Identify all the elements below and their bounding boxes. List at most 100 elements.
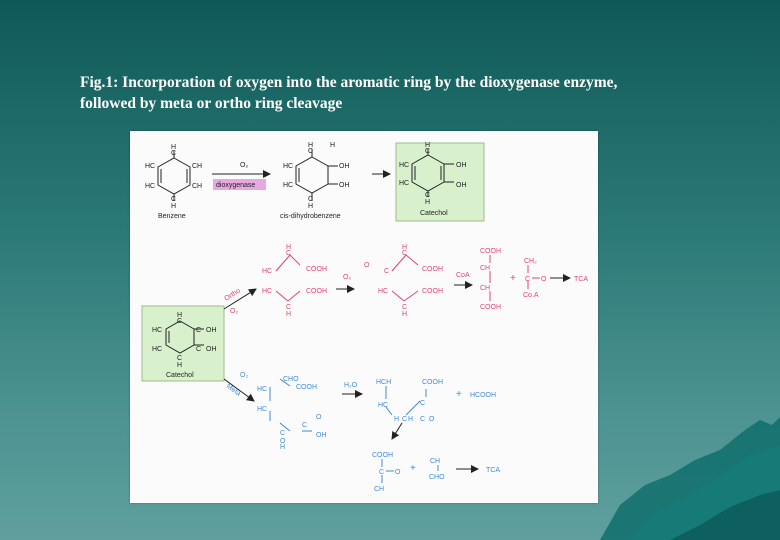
svg-text:H: H <box>402 311 407 318</box>
svg-text:COOH: COOH <box>422 379 443 386</box>
o-label: O <box>541 276 547 283</box>
enzyme-box <box>213 179 266 190</box>
svg-text:COOH: COOH <box>372 452 393 459</box>
svg-text:HC: HC <box>257 386 267 393</box>
o2-label-ortho: O₂ <box>343 274 351 281</box>
catechol-structure-center <box>165 320 204 354</box>
svg-text:H: H <box>408 416 413 423</box>
arrow-meta-down <box>391 422 403 440</box>
enzyme-label: dioxygenase <box>216 182 255 189</box>
svg-text:C: C <box>402 250 407 257</box>
svg-text:C: C <box>286 250 291 257</box>
svg-text:C: C <box>379 469 384 476</box>
svg-text:CH: CH <box>480 265 490 272</box>
meta-product-1-atoms: COOH C O CH <box>372 452 401 493</box>
svg-text:C: C <box>302 422 307 429</box>
tca-label-meta: TCA <box>486 467 500 474</box>
svg-text:HC: HC <box>262 268 272 275</box>
svg-text:C: C <box>308 148 313 155</box>
svg-text:C: C <box>171 150 176 157</box>
svg-text:H: H <box>394 416 399 423</box>
svg-text:H: H <box>425 142 430 149</box>
svg-text:HC: HC <box>152 327 162 334</box>
svg-text:C: C <box>402 304 407 311</box>
svg-text:O: O <box>316 414 322 421</box>
svg-text:HC: HC <box>145 183 155 190</box>
meta-product-1 <box>381 459 394 483</box>
o2-label-meta: O₂ <box>240 372 248 379</box>
svg-text:OH: OH <box>206 346 217 353</box>
svg-text:OH: OH <box>456 162 467 169</box>
ch2-label: CH₂ <box>524 258 537 265</box>
meta-product-2-atoms: CH CHO <box>429 458 445 481</box>
mountain-decoration <box>600 417 780 540</box>
svg-text:C: C <box>171 196 176 203</box>
c-label: C <box>525 276 530 283</box>
arrow-ortho-branch <box>223 288 257 310</box>
caption-line-2: followed by meta or ortho ring cleavage <box>80 95 343 112</box>
figure-caption: Fig.1: Incorporation of oxygen into the … <box>80 72 740 114</box>
svg-text:COOH: COOH <box>480 304 501 311</box>
coa2-label: Co.A <box>523 292 539 299</box>
svg-text:HC: HC <box>399 162 409 169</box>
svg-text:HC: HC <box>152 346 162 353</box>
svg-text:HC: HC <box>399 180 409 187</box>
svg-text:H: H <box>171 144 176 151</box>
ortho-intermediate-2 <box>391 254 419 302</box>
svg-text:H: H <box>280 444 285 451</box>
svg-text:O: O <box>429 416 435 423</box>
catechol-label-top: Catechol <box>420 210 448 217</box>
svg-text:O: O <box>364 262 370 269</box>
coa-label: CoA <box>456 272 470 279</box>
svg-text:COOH: COOH <box>422 266 443 273</box>
plus-meta-2: + <box>410 463 416 474</box>
svg-text:CH: CH <box>192 183 202 190</box>
catechol-structure-top <box>411 149 454 197</box>
h2o-label: H₂O <box>344 382 358 389</box>
catechol-box-top <box>395 142 485 222</box>
svg-text:H: H <box>425 199 430 206</box>
svg-text:C: C <box>196 327 201 334</box>
svg-text:CH: CH <box>374 486 384 493</box>
catechol-box-center <box>141 305 225 382</box>
svg-text:HC: HC <box>145 163 155 170</box>
svg-text:COOH: COOH <box>480 248 501 255</box>
svg-text:CH: CH <box>480 285 490 292</box>
o2-label-ortho-branch: O₂ <box>230 308 238 315</box>
o2-label-top: O₂ <box>240 162 248 169</box>
svg-text:COOH: COOH <box>306 266 327 273</box>
plus-meta-1: + <box>456 389 462 400</box>
svg-text:C: C <box>384 268 389 275</box>
svg-text:C: C <box>308 196 313 203</box>
svg-text:HC: HC <box>283 163 293 170</box>
svg-text:COOH: COOH <box>296 384 317 391</box>
ortho-intermediate-1 <box>275 254 301 302</box>
svg-text:H: H <box>177 362 182 369</box>
svg-text:C: C <box>425 192 430 199</box>
svg-text:HC: HC <box>378 288 388 295</box>
svg-text:HC: HC <box>283 182 293 189</box>
svg-text:HC: HC <box>257 406 267 413</box>
svg-text:OH: OH <box>456 182 467 189</box>
svg-text:O: O <box>395 469 401 476</box>
plus-ortho: + <box>510 273 516 284</box>
svg-text:C: C <box>402 416 407 423</box>
svg-text:HC: HC <box>262 288 272 295</box>
svg-text:OH: OH <box>339 182 350 189</box>
svg-text:HCH: HCH <box>376 379 391 386</box>
svg-text:OH: OH <box>316 432 327 439</box>
ortho-branch-label: Ortho <box>223 287 242 302</box>
svg-text:COOH: COOH <box>306 288 327 295</box>
meta-branch-label: Meta <box>225 383 242 398</box>
acetyl-coa-atoms: CH₂ C O Co.A <box>523 258 547 299</box>
dihydro-label: cis-dihydrobenzene <box>280 213 341 220</box>
caption-line-1: Fig.1: Incorporation of oxygen into the … <box>80 74 618 91</box>
svg-text:C: C <box>177 318 182 325</box>
